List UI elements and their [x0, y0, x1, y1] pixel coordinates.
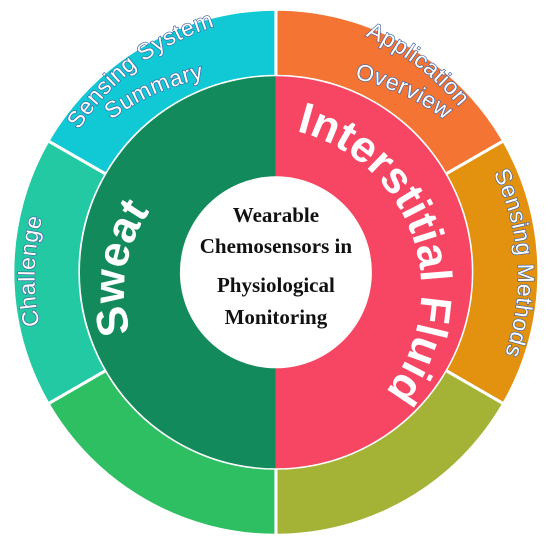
outer-ring: [11, 7, 541, 537]
center-circle: [179, 176, 372, 369]
center-line-1: Wearable: [233, 203, 319, 227]
center-line-4: Monitoring: [225, 305, 328, 329]
inner-segment-sweat: [79, 76, 276, 469]
outer-segment-summary: [46, 7, 278, 177]
center-line-3: Physiological: [217, 273, 335, 297]
center-title: Wearable Chemosensors in Physiological M…: [200, 203, 353, 329]
inner-ring: [79, 76, 472, 469]
inner-segment-interstitial-fluid: [275, 76, 472, 469]
center-line-2: Chemosensors in: [200, 234, 353, 258]
